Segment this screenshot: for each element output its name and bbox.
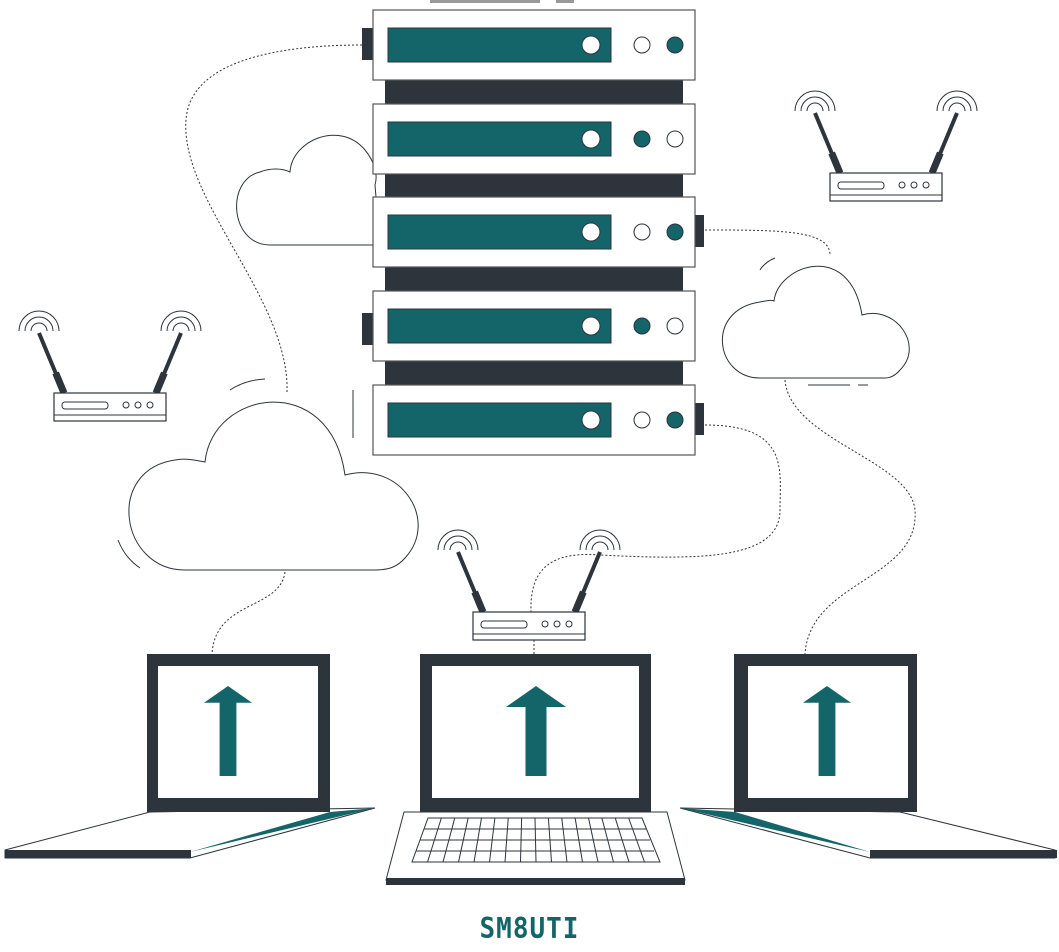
server-drive-panel [387, 27, 612, 63]
wifi-signal-icon [585, 535, 615, 551]
status-led-icon [666, 317, 684, 335]
status-led-icon [666, 36, 684, 54]
clouds [117, 134, 910, 571]
server-unit [372, 103, 696, 175]
wifi-signal-icon [443, 535, 473, 551]
status-led-icon [666, 130, 684, 148]
server-unit [362, 9, 696, 81]
status-led-icon [633, 36, 651, 54]
wifi-signal-icon [449, 541, 467, 551]
status-led-icon [633, 223, 651, 241]
server-unit [372, 196, 704, 268]
server-drive-panel [387, 402, 612, 438]
wifi-signal-icon [948, 102, 966, 112]
power-button-icon [581, 316, 601, 336]
laptops [4, 654, 1057, 885]
wifi-signal-icon [172, 322, 190, 332]
server-drive-panel [387, 214, 612, 250]
wifi-signal-icon [30, 322, 48, 332]
wifi-signal-icon [936, 90, 978, 112]
status-led-icon [666, 411, 684, 429]
wifi-signal-icon [437, 529, 479, 551]
server-drive-panel [387, 308, 612, 344]
wifi-router-icon [794, 90, 978, 202]
wifi-signal-icon [166, 316, 196, 332]
status-led-icon [633, 411, 651, 429]
status-led-icon [633, 317, 651, 335]
laptop-icon [679, 654, 1057, 859]
wifi-signal-icon [942, 96, 972, 112]
server-rack-icon [362, 9, 704, 456]
server-connector [362, 28, 374, 60]
wifi-router-icon [437, 529, 621, 641]
server-unit [372, 384, 704, 456]
wifi-signal-icon [579, 529, 621, 551]
cloud-icon [236, 134, 381, 246]
server-connector [694, 403, 704, 435]
upload-arrow-icon [506, 686, 566, 776]
laptop-icon [385, 654, 686, 885]
status-led-icon [666, 223, 684, 241]
connection-lines [185, 44, 916, 655]
wifi-signal-icon [160, 310, 202, 332]
wifi-signal-icon [18, 310, 60, 332]
wifi-signal-icon [794, 90, 836, 112]
power-button-icon [581, 410, 601, 430]
server-connector [362, 313, 374, 345]
server-unit [362, 290, 696, 362]
server-drive-panel [387, 121, 612, 157]
wifi-signal-icon [591, 541, 609, 551]
wifi-router-icon [18, 310, 202, 422]
wifi-signal-icon [24, 316, 54, 332]
power-button-icon [581, 222, 601, 242]
wifi-signal-icon [806, 102, 824, 112]
power-button-icon [581, 129, 601, 149]
power-button-icon [581, 35, 601, 55]
keyboard [411, 817, 661, 863]
laptop-icon [4, 654, 376, 859]
upload-arrow-icon [803, 686, 851, 776]
brand-logo: SM8UTI [479, 912, 580, 946]
server-connector [694, 215, 704, 247]
upload-arrow-icon [204, 686, 252, 776]
wifi-signal-icon [800, 96, 830, 112]
status-led-icon [633, 130, 651, 148]
routers [18, 90, 978, 641]
cloud-icon [128, 401, 419, 571]
cloud-icon [722, 265, 910, 379]
